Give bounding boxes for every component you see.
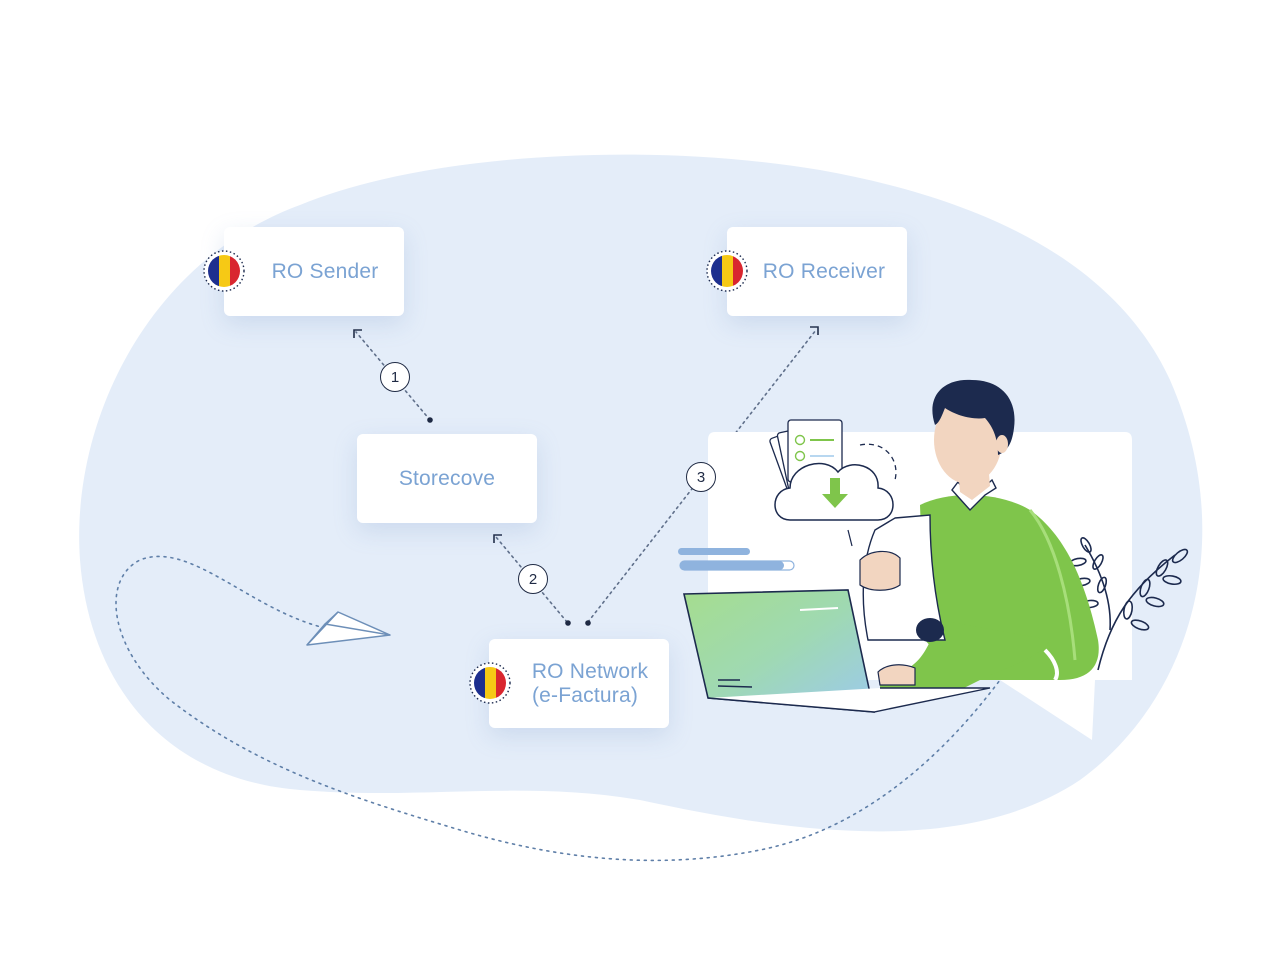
ro-receiver-label: RO Receiver <box>762 259 886 283</box>
romania-flag-icon <box>706 250 748 292</box>
connector-storecove-to-sender <box>353 329 433 423</box>
paper-plane-icon <box>306 611 391 646</box>
flight-path <box>115 555 1001 862</box>
node-ro-network: RO Network (e-Factura) <box>489 639 669 728</box>
ro-network-label-line2: (e-Factura) <box>531 683 639 707</box>
ro-network-label-line1: RO Network <box>531 659 649 683</box>
step-marker-2: 2 <box>518 564 548 594</box>
step-marker-3: 3 <box>686 462 716 492</box>
step-marker-1: 1 <box>380 362 410 392</box>
ro-sender-label: RO Sender <box>271 259 379 283</box>
node-ro-receiver: RO Receiver <box>727 227 907 316</box>
node-storecove: Storecove <box>357 434 537 523</box>
romania-flag-icon <box>203 250 245 292</box>
romania-flag-icon <box>469 662 511 704</box>
storecove-label: Storecove <box>398 466 496 490</box>
node-ro-sender: RO Sender <box>224 227 404 316</box>
